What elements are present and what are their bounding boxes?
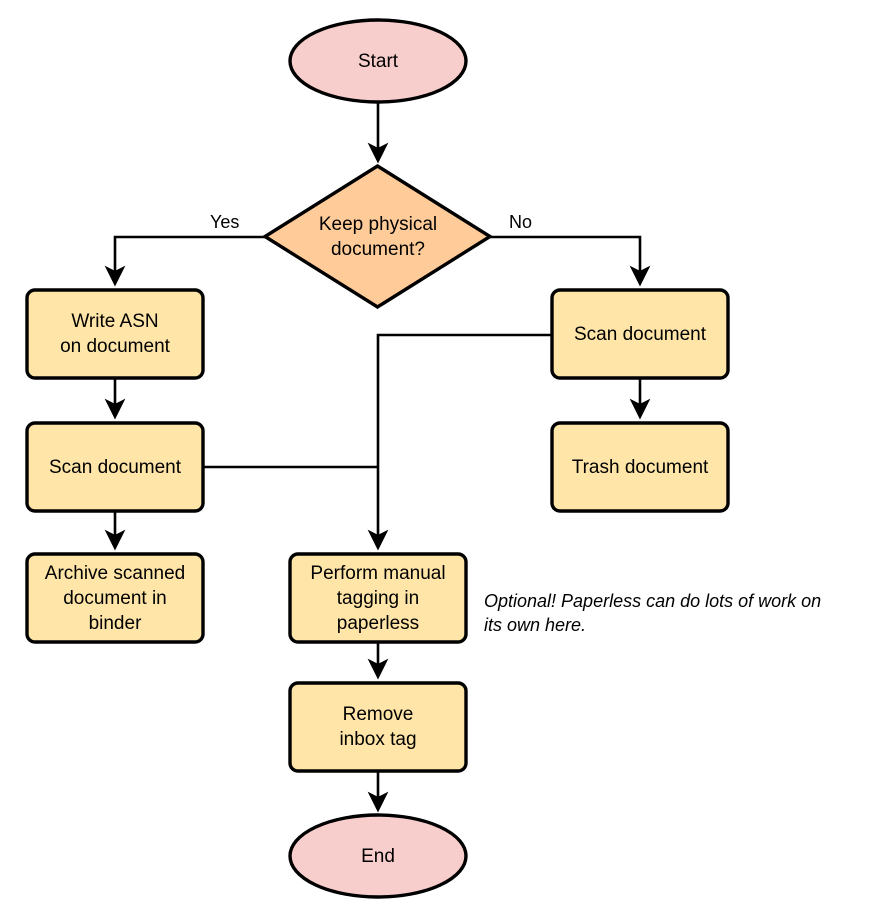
- node-scan-document-right[interactable]: [550, 288, 730, 380]
- edge-label-yes: Yes: [210, 212, 240, 232]
- node-scan-document-left[interactable]: [25, 421, 205, 513]
- node-write-asn[interactable]: [25, 288, 205, 380]
- node-start[interactable]: [288, 18, 468, 104]
- edge-label-no: No: [509, 212, 533, 232]
- node-keep-physical-document[interactable]: [261, 163, 494, 310]
- node-remove-inbox-tag[interactable]: [288, 681, 468, 773]
- node-end[interactable]: [288, 813, 468, 899]
- node-trash-document[interactable]: [550, 421, 730, 513]
- edge-decision-to-scan-right: [490, 235, 651, 287]
- node-archive-binder[interactable]: [25, 552, 205, 644]
- node-manual-tagging[interactable]: [288, 552, 468, 644]
- edge-scan-right-to-tagging: [367, 333, 552, 551]
- edge-decision-to-write-asn: [104, 235, 265, 287]
- annotation-optional-note: Optional! Paperless can do lots of work …: [484, 591, 822, 635]
